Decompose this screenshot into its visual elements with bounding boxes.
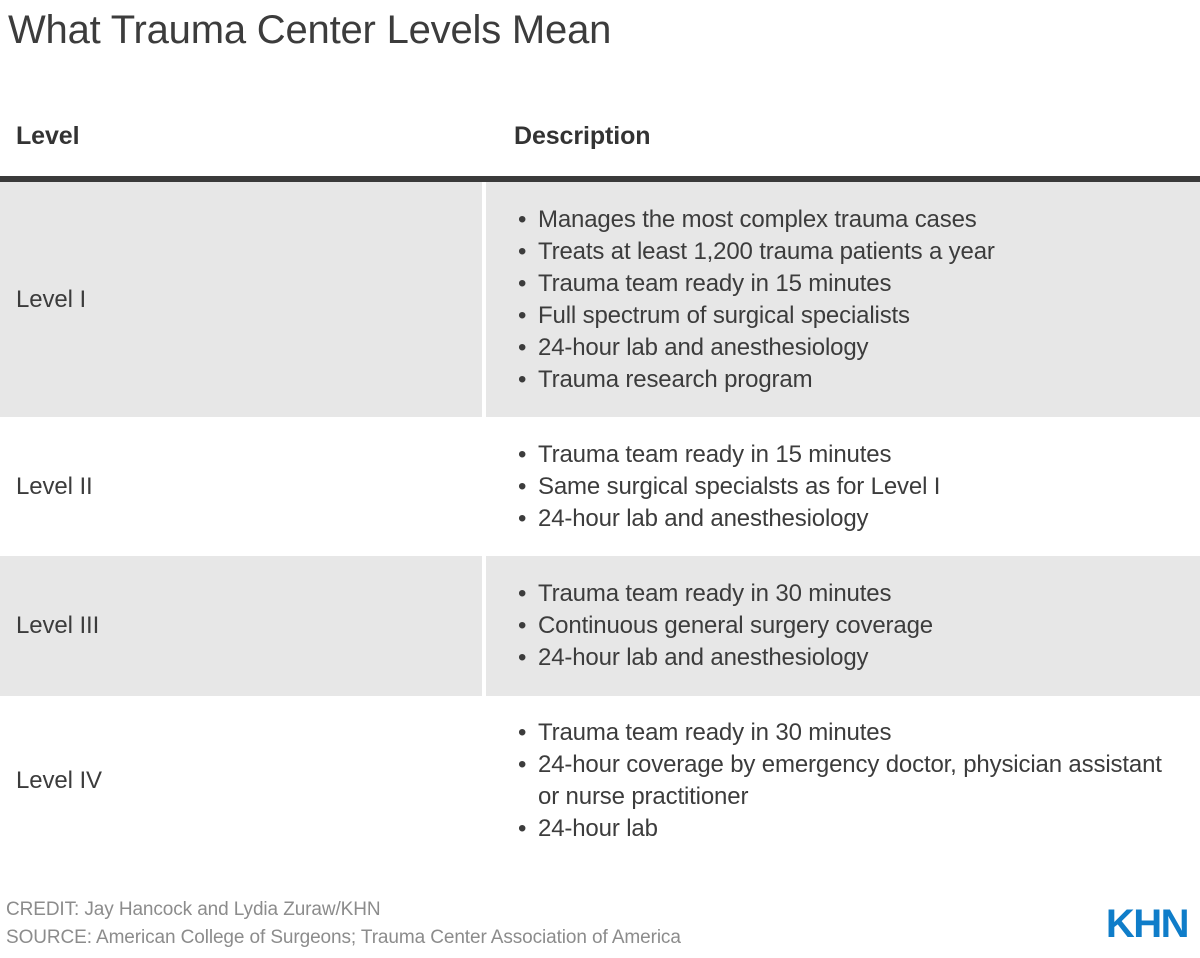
table-row: Level IV Trauma team ready in 30 minutes… — [0, 696, 1200, 866]
cell-description: Trauma team ready in 30 minutes 24-hour … — [482, 696, 1200, 866]
cell-description: Trauma team ready in 15 minutes Same sur… — [482, 417, 1200, 556]
column-header-level: Level — [16, 122, 80, 150]
trauma-levels-table: Level Description Level I Manages the mo… — [0, 112, 1200, 866]
list-item: 24-hour lab and anesthesiology — [518, 332, 1174, 364]
cell-level-label: Level I — [16, 285, 87, 313]
list-item: 24-hour coverage by emergency doctor, ph… — [518, 749, 1174, 813]
table-header-row: Level Description — [0, 112, 1200, 176]
list-item: Continuous general surgery coverage — [518, 610, 1174, 642]
list-item: Treats at least 1,200 trauma patients a … — [518, 236, 1174, 268]
list-item: Trauma team ready in 30 minutes — [518, 717, 1174, 749]
list-item: 24-hour lab — [518, 813, 1174, 845]
table-row: Level III Trauma team ready in 30 minute… — [0, 556, 1200, 696]
list-item: Same surgical specialsts as for Level I — [518, 471, 1174, 503]
cell-description: Trauma team ready in 30 minutes Continuo… — [482, 556, 1200, 696]
attribution-block: CREDIT: Jay Hancock and Lydia Zuraw/KHN … — [6, 896, 681, 952]
list-item: 24-hour lab and anesthesiology — [518, 642, 1174, 674]
cell-level-label: Level III — [16, 612, 100, 639]
header-divider-rule — [0, 176, 1200, 182]
bullet-list: Manages the most complex trauma cases Tr… — [518, 204, 1174, 396]
list-item: Trauma research program — [518, 364, 1174, 396]
khn-logo: KHN — [1105, 902, 1190, 946]
footer: CREDIT: Jay Hancock and Lydia Zuraw/KHN … — [0, 896, 1200, 958]
table-row: Level I Manages the most complex trauma … — [0, 182, 1200, 417]
cell-level-label: Level IV — [16, 767, 102, 794]
list-item: Trauma team ready in 15 minutes — [518, 439, 1174, 471]
list-item: 24-hour lab and anesthesiology — [518, 503, 1174, 535]
bullet-list: Trauma team ready in 30 minutes 24-hour … — [518, 717, 1174, 845]
cell-level-label: Level II — [16, 472, 93, 500]
bullet-list: Trauma team ready in 30 minutes Continuo… — [518, 578, 1174, 674]
list-item: Manages the most complex trauma cases — [518, 204, 1174, 236]
credit-line: CREDIT: Jay Hancock and Lydia Zuraw/KHN — [6, 899, 381, 920]
list-item: Trauma team ready in 30 minutes — [518, 578, 1174, 610]
cell-description: Manages the most complex trauma cases Tr… — [482, 182, 1200, 417]
page-title: What Trauma Center Levels Mean — [8, 8, 612, 52]
source-line: SOURCE: American College of Surgeons; Tr… — [6, 927, 681, 948]
bullet-list: Trauma team ready in 15 minutes Same sur… — [518, 439, 1174, 535]
column-header-description: Description — [514, 122, 651, 150]
table-row: Level II Trauma team ready in 15 minutes… — [0, 417, 1200, 556]
list-item: Trauma team ready in 15 minutes — [518, 268, 1174, 300]
list-item: Full spectrum of surgical specialists — [518, 300, 1174, 332]
